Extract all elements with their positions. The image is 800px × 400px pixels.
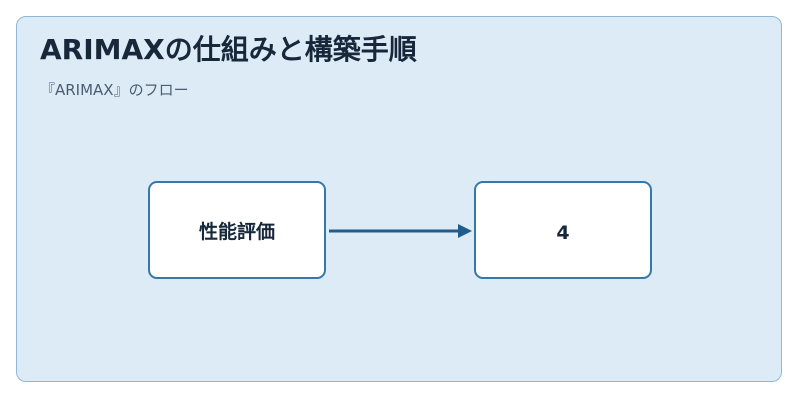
flow-node-4: 4 [474,181,652,279]
flow-node-label: 4 [556,222,570,244]
flow-node-label: 性能評価 [198,220,275,243]
diagram-frame [16,16,782,382]
flow-node-performance-evaluation: 性能評価 [148,181,326,279]
diagram-title: ARIMAXの仕組みと構築手順 [40,33,417,66]
diagram-subtitle: 『ARIMAX』のフロー [40,81,189,99]
